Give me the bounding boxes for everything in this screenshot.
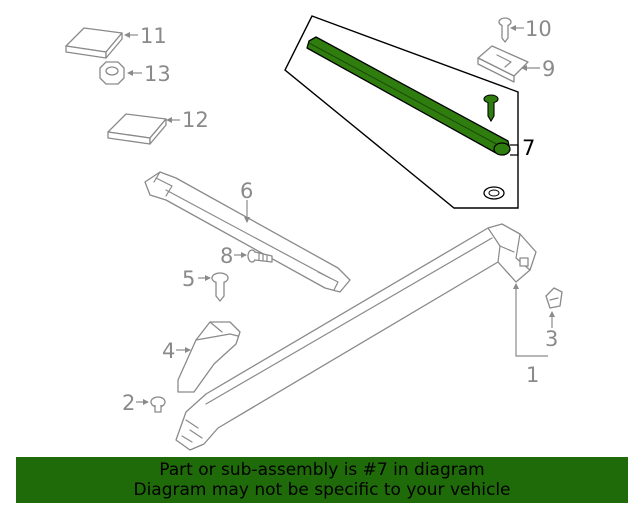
callout-9: 9 [542,57,555,81]
callout-1: 1 [526,363,539,387]
part-5-screw [211,272,229,302]
callout-8: 8 [220,244,233,268]
part-4-end-cover [177,321,241,393]
part-6-cross-bar [144,171,351,293]
part-13-nut [99,61,125,85]
part-2-clip [150,396,166,413]
callout-3: 3 [545,327,558,351]
callout-7: 7 [522,136,535,160]
part-7-leader [510,144,519,156]
banner-line-1: Part or sub-assembly is #7 in diagram [159,460,485,480]
part-7-clip-screw [483,94,499,123]
callout-10: 10 [525,17,552,41]
banner-line-2: Diagram may not be specific to your vehi… [133,480,511,500]
callout-11: 11 [140,24,167,48]
part-7-molding-strip[interactable] [306,36,511,156]
parts-diagram: 7 10 9 11 13 12 [65,15,563,451]
part-9-clip [477,45,529,83]
callout-4: 4 [162,339,175,363]
part-11-pad [65,27,123,59]
callout-13: 13 [144,62,171,86]
callout-12: 12 [182,108,209,132]
part-info-banner: Part or sub-assembly is #7 in diagram Di… [16,457,628,503]
part-1-side-rail [175,223,537,451]
part-3-clip [545,287,563,309]
part-8-bolt [247,249,273,263]
callout-2: 2 [122,391,135,415]
part-7-grommet [483,186,505,200]
callout-5: 5 [182,267,195,291]
callout-6: 6 [240,179,253,203]
part-10-screw [498,17,512,43]
part-12-pad [107,113,167,145]
